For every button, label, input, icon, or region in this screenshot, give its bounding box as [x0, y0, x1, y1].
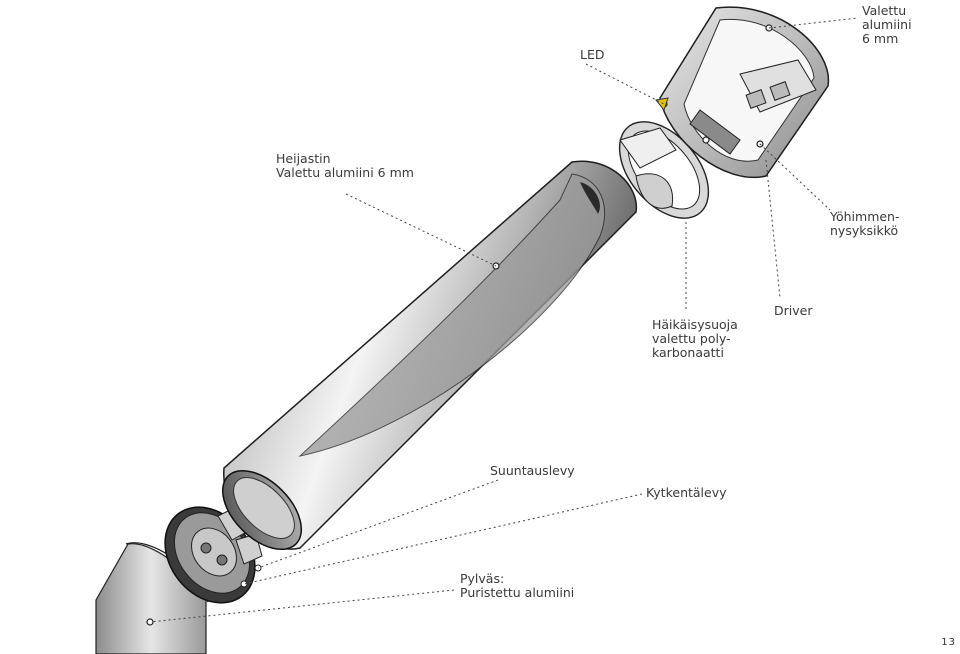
- label-valettu: Valettu alumiini 6 mm: [862, 3, 912, 46]
- mounting-plate: [164, 505, 263, 604]
- page-number: 13: [941, 637, 956, 648]
- label-yohimmennysyksikko: Yöhimmen- nysyksikkö: [830, 209, 900, 238]
- label-heijastin: Heijastin Valettu alumiini 6 mm: [276, 151, 414, 180]
- label-kytkentalevy: Kytkentälevy: [646, 485, 727, 500]
- label-led: LED: [580, 47, 605, 62]
- label-pylvas: Pylväs: Puristettu alumiini: [460, 571, 575, 600]
- pole-marker: [146, 618, 154, 626]
- label-driver: Driver: [774, 303, 813, 318]
- glare-shield: [618, 121, 710, 219]
- leader-lines: [149, 17, 859, 623]
- label-suuntauslevy: Suuntauslevy: [490, 463, 575, 478]
- label-haikaisysuoja: Häikäisysuoja valettu poly- karbonaatti: [652, 317, 738, 360]
- reflector-tube: [221, 160, 638, 551]
- head-cap: [655, 6, 830, 179]
